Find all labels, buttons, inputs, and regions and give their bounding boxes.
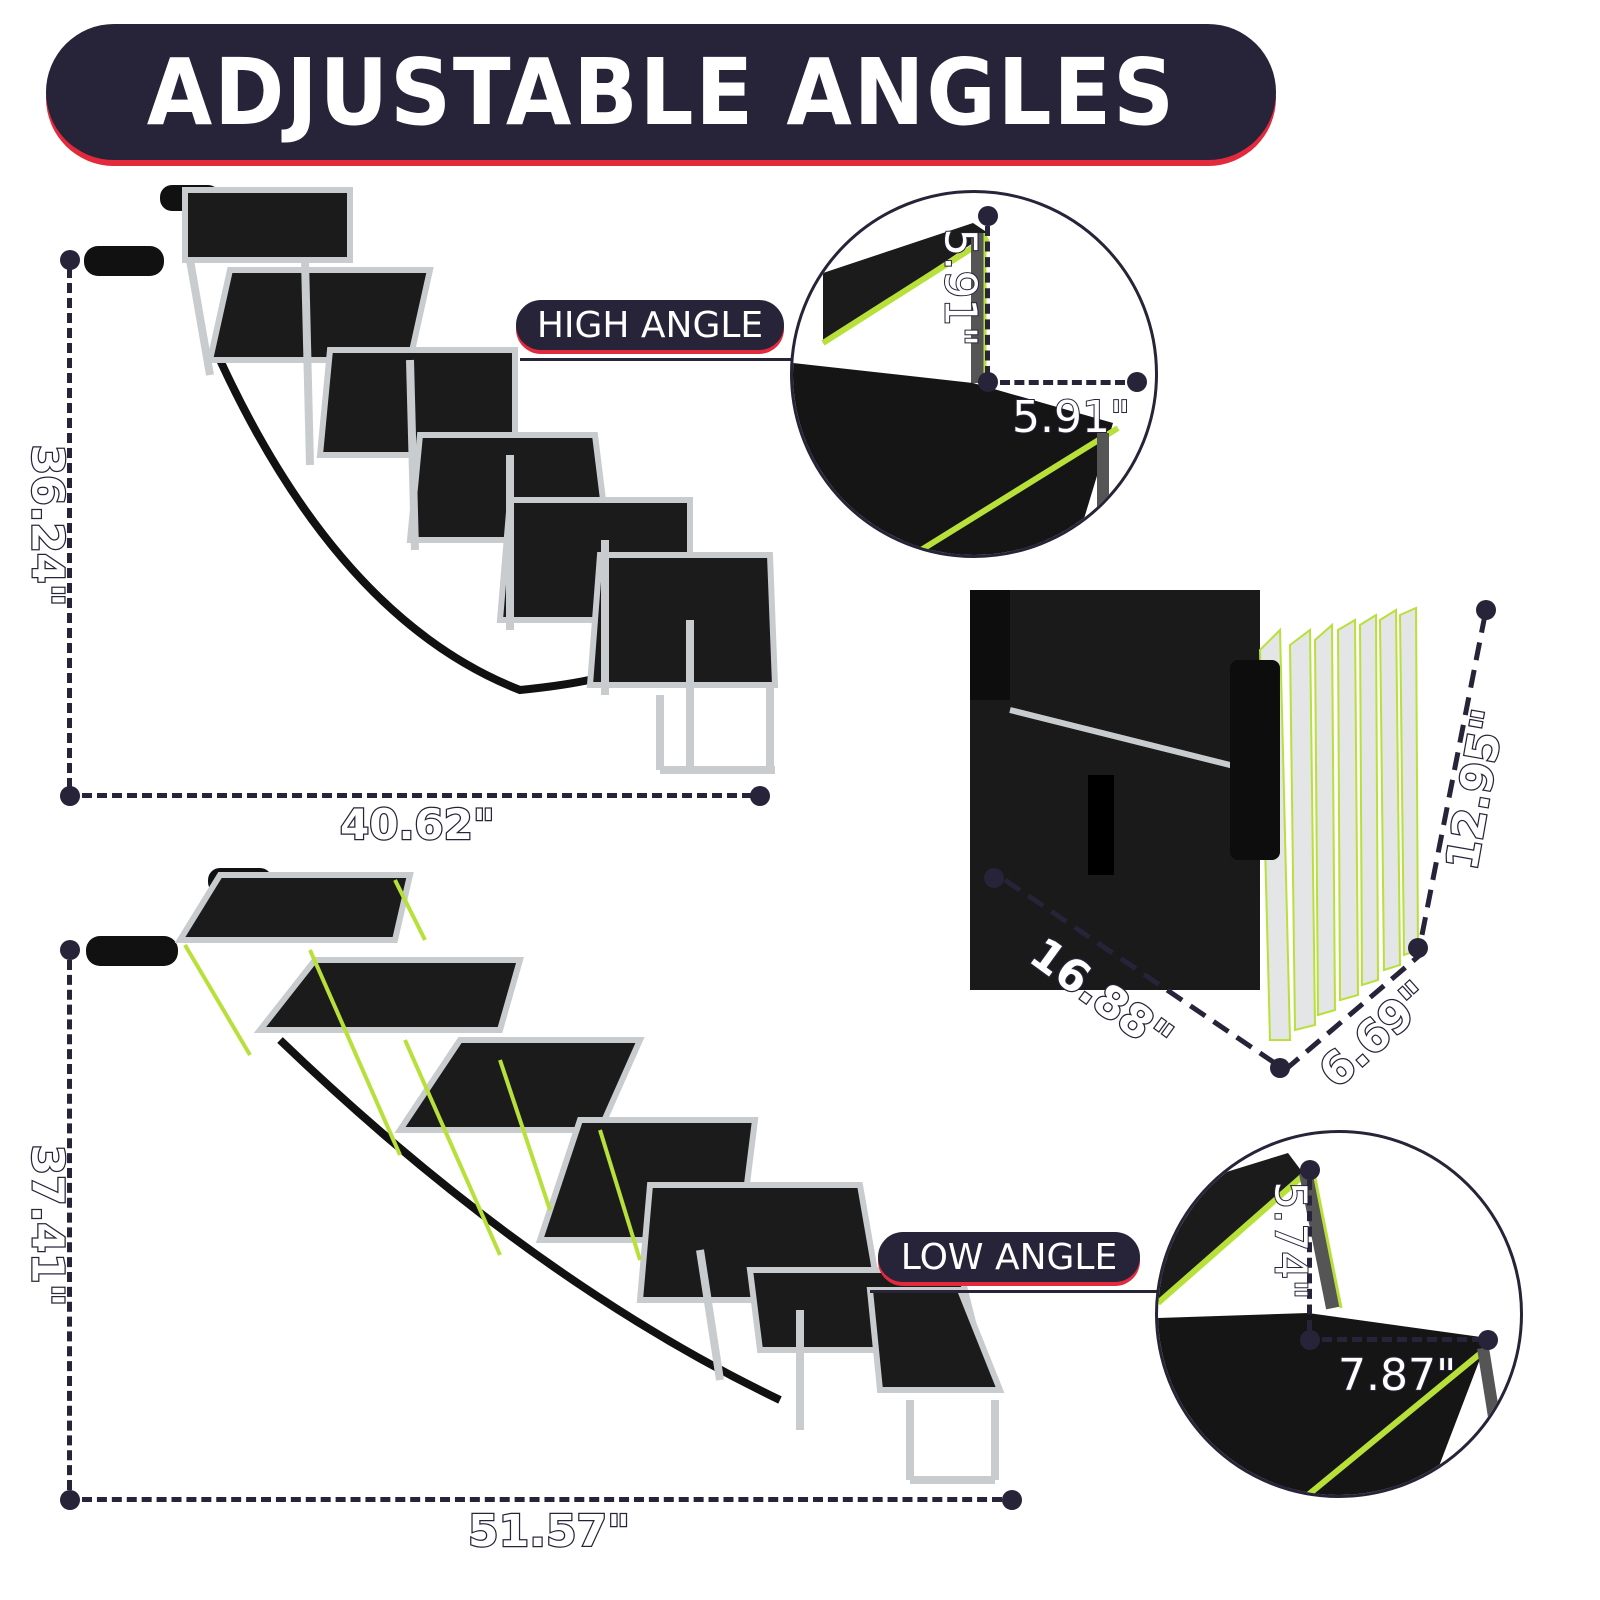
title-banner: ADJUSTABLE ANGLES: [46, 24, 1276, 160]
rise-dimension-line: [985, 226, 990, 376]
dimension-dot: [984, 868, 1004, 888]
high-angle-detail-circle: [790, 190, 1158, 558]
low-angle-label: LOW ANGLE: [878, 1232, 1140, 1282]
dimension-dot: [1300, 1330, 1320, 1350]
length-dimension-line: [82, 1497, 1002, 1502]
dimension-dot: [750, 786, 770, 806]
dimension-dot: [1476, 600, 1496, 620]
high-angle-height-label: 36.24": [20, 443, 74, 608]
length-dimension-line: [82, 793, 752, 798]
rise-dimension-line: [1307, 1180, 1312, 1330]
dimension-dot: [1300, 1160, 1320, 1180]
high-angle-stairs-image: [84, 185, 779, 774]
folded-stairs-image: [970, 590, 1420, 1041]
connector-line: [520, 358, 800, 361]
dimension-dot: [60, 250, 80, 270]
dimension-dot: [60, 786, 80, 806]
high-angle-length-label: 40.62": [339, 799, 496, 851]
height-dimension-line: [67, 268, 72, 788]
low-angle-run-label: 7.87": [1337, 1349, 1457, 1402]
dimension-dot: [978, 372, 998, 392]
dimension-dot: [60, 1490, 80, 1510]
dimension-dot: [1127, 372, 1147, 392]
page-title: ADJUSTABLE ANGLES: [146, 38, 1176, 146]
run-dimension-line: [1322, 1337, 1482, 1342]
dimension-dot: [978, 206, 998, 226]
height-dimension-line: [67, 960, 72, 1490]
dimension-dot: [60, 940, 80, 960]
low-angle-stairs-image: [86, 868, 1005, 1484]
high-angle-label: HIGH ANGLE: [516, 300, 784, 350]
dimension-dot: [1002, 1490, 1022, 1510]
high-angle-run-label: 5.91": [1011, 391, 1131, 444]
dimension-dot: [1478, 1330, 1498, 1350]
dimension-dot: [1408, 938, 1428, 958]
connector-line: [870, 1290, 1160, 1293]
high-angle-rise-label: 5.91": [934, 227, 987, 347]
low-angle-detail-circle: [1155, 1130, 1523, 1498]
low-angle-length-label: 51.57": [467, 1505, 632, 1559]
dimension-dot: [1270, 1058, 1290, 1078]
low-angle-height-label: 37.41": [20, 1143, 74, 1308]
low-angle-rise-label: 5.74": [1264, 1180, 1317, 1300]
run-dimension-line: [1000, 380, 1125, 385]
folded-dimension-lines: [1003, 614, 1488, 1073]
